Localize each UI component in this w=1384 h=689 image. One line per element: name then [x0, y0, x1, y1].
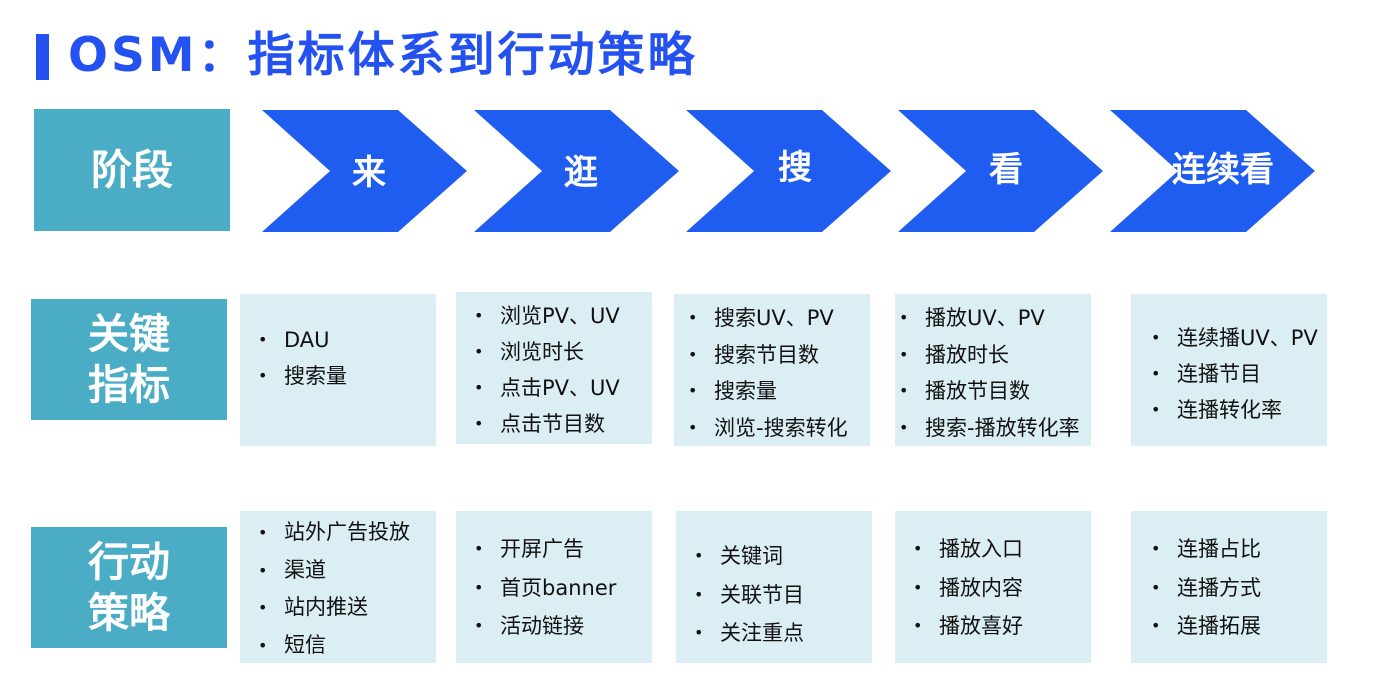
chevron-stage-2	[686, 110, 891, 232]
row-label-metrics-line2: 指标	[88, 360, 170, 409]
metrics-box-4: 连续播UV、PV 连播节目 连播转化率	[1131, 294, 1327, 446]
row-label-stage-text: 阶段	[91, 145, 173, 194]
actions-box-0: 站外广告投放 渠道 站内推送 短信	[240, 511, 436, 664]
actions-box-4: 连播占比 连播方式 连播拓展	[1131, 511, 1327, 663]
action-item: 播放内容	[909, 569, 1091, 608]
metrics-box-1: 浏览PV、UV 浏览时长 点击PV、UV 点击节目数	[456, 292, 652, 444]
stage-label-4: 连续看	[1172, 150, 1274, 190]
row-label-stage: 阶段	[34, 109, 230, 231]
metric-item: 播放UV、PV	[895, 300, 1091, 337]
metrics-box-2: 搜索UV、PV 搜索节目数 搜索量 浏览-搜索转化	[674, 294, 870, 446]
metric-item: 连播节目	[1147, 356, 1327, 392]
metrics-list-2: 搜索UV、PV 搜索节目数 搜索量 浏览-搜索转化	[684, 300, 870, 446]
page-title: OSM：指标体系到行动策略	[68, 28, 698, 83]
actions-list-3: 播放入口 播放内容 播放喜好	[909, 530, 1091, 646]
metric-item: 播放节目数	[895, 373, 1091, 410]
metrics-box-3: 播放UV、PV 播放时长 播放节目数 搜索-播放转化率	[895, 294, 1091, 446]
metric-item: 点击PV、UV	[470, 370, 652, 406]
action-item: 短信	[254, 627, 436, 665]
row-label-metrics-line1: 关键	[88, 309, 170, 358]
metrics-box-0: DAU 搜索量	[240, 294, 436, 446]
metric-item: 浏览时长	[470, 334, 652, 370]
metric-item: 点击节目数	[470, 406, 652, 442]
row-label-actions-line2: 策略	[88, 588, 170, 637]
actions-list-4: 连播占比 连播方式 连播拓展	[1147, 530, 1327, 646]
title-accent-bar	[36, 34, 49, 80]
action-item: 关联节目	[690, 576, 872, 615]
action-item: 关注重点	[690, 614, 872, 653]
action-item: 播放入口	[909, 530, 1091, 569]
metric-item: 搜索UV、PV	[684, 300, 870, 337]
metric-item: 连续播UV、PV	[1147, 320, 1327, 356]
metric-item: 连播转化率	[1147, 392, 1327, 428]
action-item: 关键词	[690, 537, 872, 576]
metrics-list-4: 连续播UV、PV 连播节目 连播转化率	[1147, 320, 1327, 428]
metric-item: 浏览-搜索转化	[684, 410, 870, 447]
metrics-list-3: 播放UV、PV 播放时长 播放节目数 搜索-播放转化率	[895, 300, 1091, 446]
action-item: 连播拓展	[1147, 607, 1327, 646]
actions-list-1: 开屏广告 首页banner 活动链接	[470, 530, 652, 646]
action-item: 连播占比	[1147, 530, 1327, 569]
actions-list-2: 关键词 关联节目 关注重点	[690, 537, 872, 653]
metric-item: 播放时长	[895, 337, 1091, 374]
metric-item: DAU	[254, 322, 436, 358]
metrics-list-1: 浏览PV、UV 浏览时长 点击PV、UV 点击节目数	[470, 298, 652, 442]
actions-box-3: 播放入口 播放内容 播放喜好	[895, 511, 1091, 663]
row-label-actions-line1: 行动	[88, 537, 170, 586]
actions-list-0: 站外广告投放 渠道 站内推送 短信	[254, 514, 436, 664]
action-item: 站内推送	[254, 589, 436, 627]
metric-item: 搜索节目数	[684, 337, 870, 374]
action-item: 开屏广告	[470, 530, 652, 569]
stage-label-0: 来	[352, 153, 386, 193]
row-label-metrics: 关键 指标	[31, 299, 227, 420]
action-item: 渠道	[254, 552, 436, 590]
actions-box-1: 开屏广告 首页banner 活动链接	[456, 511, 652, 663]
action-item: 活动链接	[470, 607, 652, 646]
action-item: 首页banner	[470, 569, 652, 608]
metric-item: 浏览PV、UV	[470, 298, 652, 334]
chevron-stage-0	[262, 110, 467, 232]
row-label-actions: 行动 策略	[31, 527, 227, 648]
chevron-stage-4	[1110, 110, 1315, 232]
stage-label-3: 看	[989, 150, 1023, 190]
stage-label-2: 搜	[778, 148, 812, 188]
metric-item: 搜索-播放转化率	[895, 410, 1091, 447]
metrics-list-0: DAU 搜索量	[254, 322, 436, 394]
chevron-stage-1	[474, 110, 679, 232]
chevron-stage-3	[898, 110, 1103, 232]
action-item: 播放喜好	[909, 607, 1091, 646]
metric-item: 搜索量	[684, 373, 870, 410]
action-item: 站外广告投放	[254, 514, 436, 552]
actions-box-2: 关键词 关联节目 关注重点	[676, 511, 872, 663]
metric-item: 搜索量	[254, 358, 436, 394]
action-item: 连播方式	[1147, 569, 1327, 608]
stage-label-1: 逛	[564, 153, 598, 193]
